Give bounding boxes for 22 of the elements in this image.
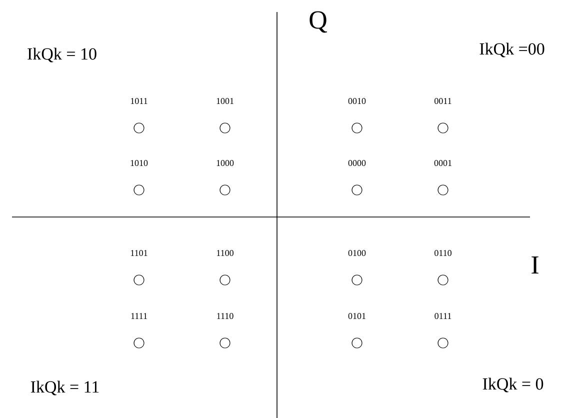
bit-label: 0001 (434, 160, 452, 166)
bit-label: 1010 (130, 160, 148, 166)
bit-label: 1001 (216, 98, 234, 104)
bit-label: 0111 (434, 312, 452, 320)
bit-label: 0100 (348, 250, 366, 256)
bit-label: 1111 (131, 313, 147, 319)
bit-label: 0101 (348, 312, 366, 320)
bit-label: 1011 (130, 98, 148, 104)
bit-label: 1000 (216, 160, 234, 166)
quadrant-label: IkQk = 10 (28, 48, 96, 62)
axis-label: Q (310, 11, 327, 33)
bit-label: 1101 (130, 250, 148, 256)
bit-label: 1100 (216, 250, 234, 256)
axis-label: I (532, 256, 538, 274)
bit-label: 0000 (348, 160, 366, 166)
bit-label: 0011 (434, 98, 452, 104)
quadrant-label: IkQk = 11 (30, 380, 99, 396)
quadrant-label: IkQk = 0 (482, 378, 544, 392)
bit-label: 1110 (217, 312, 234, 320)
bit-label: 0110 (434, 250, 452, 256)
bit-label: 0010 (348, 98, 366, 104)
quadrant-label: IkQk =00 (480, 42, 544, 58)
